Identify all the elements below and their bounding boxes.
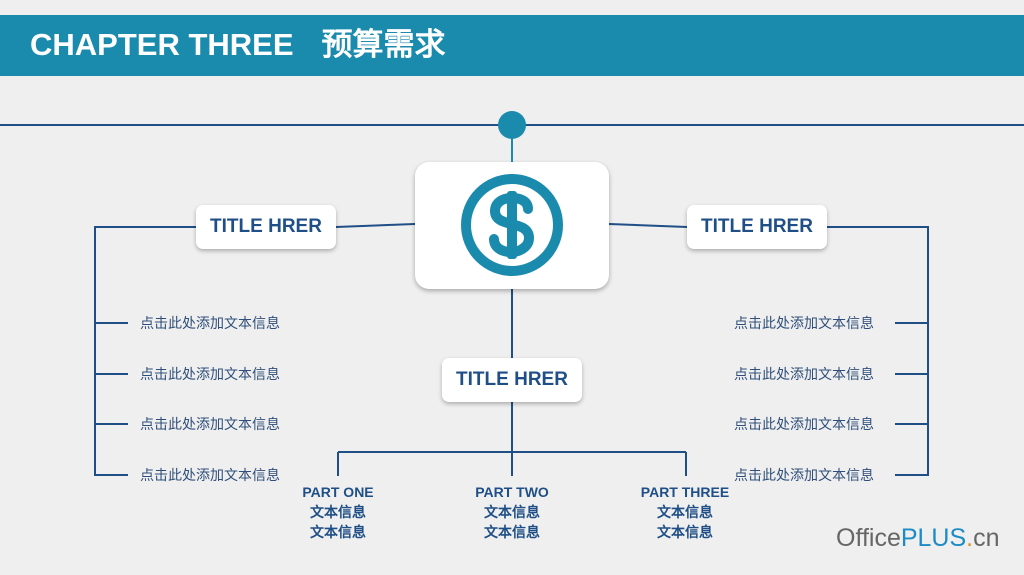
logo-plus: PLUS [900, 524, 967, 552]
part-two: PART TWO 文本信息 文本信息 [442, 482, 582, 542]
logo-office: Office [836, 524, 901, 552]
title-card-bottom[interactable]: TITLE HRER [442, 358, 582, 402]
top-node-dot [498, 111, 526, 139]
right-list-item-3: 点击此处添加文本信息 [734, 416, 874, 432]
left-bracket [94, 226, 196, 476]
right-list-item-4: 点击此处添加文本信息 [734, 467, 874, 483]
part-one-name: PART ONE [302, 484, 374, 500]
page-title-en: CHAPTER THREE [30, 27, 294, 62]
part-one-line2: 文本信息 [310, 524, 366, 540]
logo-dot: . [966, 524, 974, 552]
left-list-item-3: 点击此处添加文本信息 [140, 416, 280, 432]
page-title-cn: 预算需求 [321, 27, 446, 62]
part-two-line1: 文本信息 [484, 504, 540, 520]
title-card-left[interactable]: TITLE HRER [196, 205, 336, 249]
part-three-line1: 文本信息 [657, 504, 713, 520]
left-list-item-1: 点击此处添加文本信息 [140, 315, 280, 331]
officeplus-logo: OfficePLUS.cn [836, 523, 1000, 553]
title-card-left-label: TITLE HRER [210, 216, 322, 237]
left-connector [335, 223, 416, 228]
header-bar: CHAPTER THREE 预算需求 [0, 15, 1024, 76]
center-icon-card[interactable] [415, 162, 609, 289]
part-three-name: PART THREE [640, 484, 730, 500]
left-list-item-2: 点击此处添加文本信息 [140, 366, 280, 382]
part-one-line1: 文本信息 [310, 504, 366, 520]
page-title: CHAPTER THREE 预算需求 [30, 25, 446, 65]
part-three: PART THREE 文本信息 文本信息 [615, 482, 755, 542]
part-one: PART ONE 文本信息 文本信息 [268, 482, 408, 542]
right-connector [608, 223, 688, 228]
title-card-right[interactable]: TITLE HRER [687, 205, 827, 249]
logo-cn: cn [973, 524, 1000, 552]
right-list-item-2: 点击此处添加文本信息 [734, 366, 874, 382]
part-two-line2: 文本信息 [484, 524, 540, 540]
dollar-icon [461, 174, 563, 276]
part-two-name: PART TWO [475, 484, 549, 500]
title-card-bottom-label: TITLE HRER [456, 369, 568, 390]
right-list-item-1: 点击此处添加文本信息 [734, 315, 874, 331]
right-bracket [827, 226, 929, 476]
title-card-right-label: TITLE HRER [701, 216, 813, 237]
part-three-line2: 文本信息 [657, 524, 713, 540]
left-list-item-4: 点击此处添加文本信息 [140, 467, 280, 483]
